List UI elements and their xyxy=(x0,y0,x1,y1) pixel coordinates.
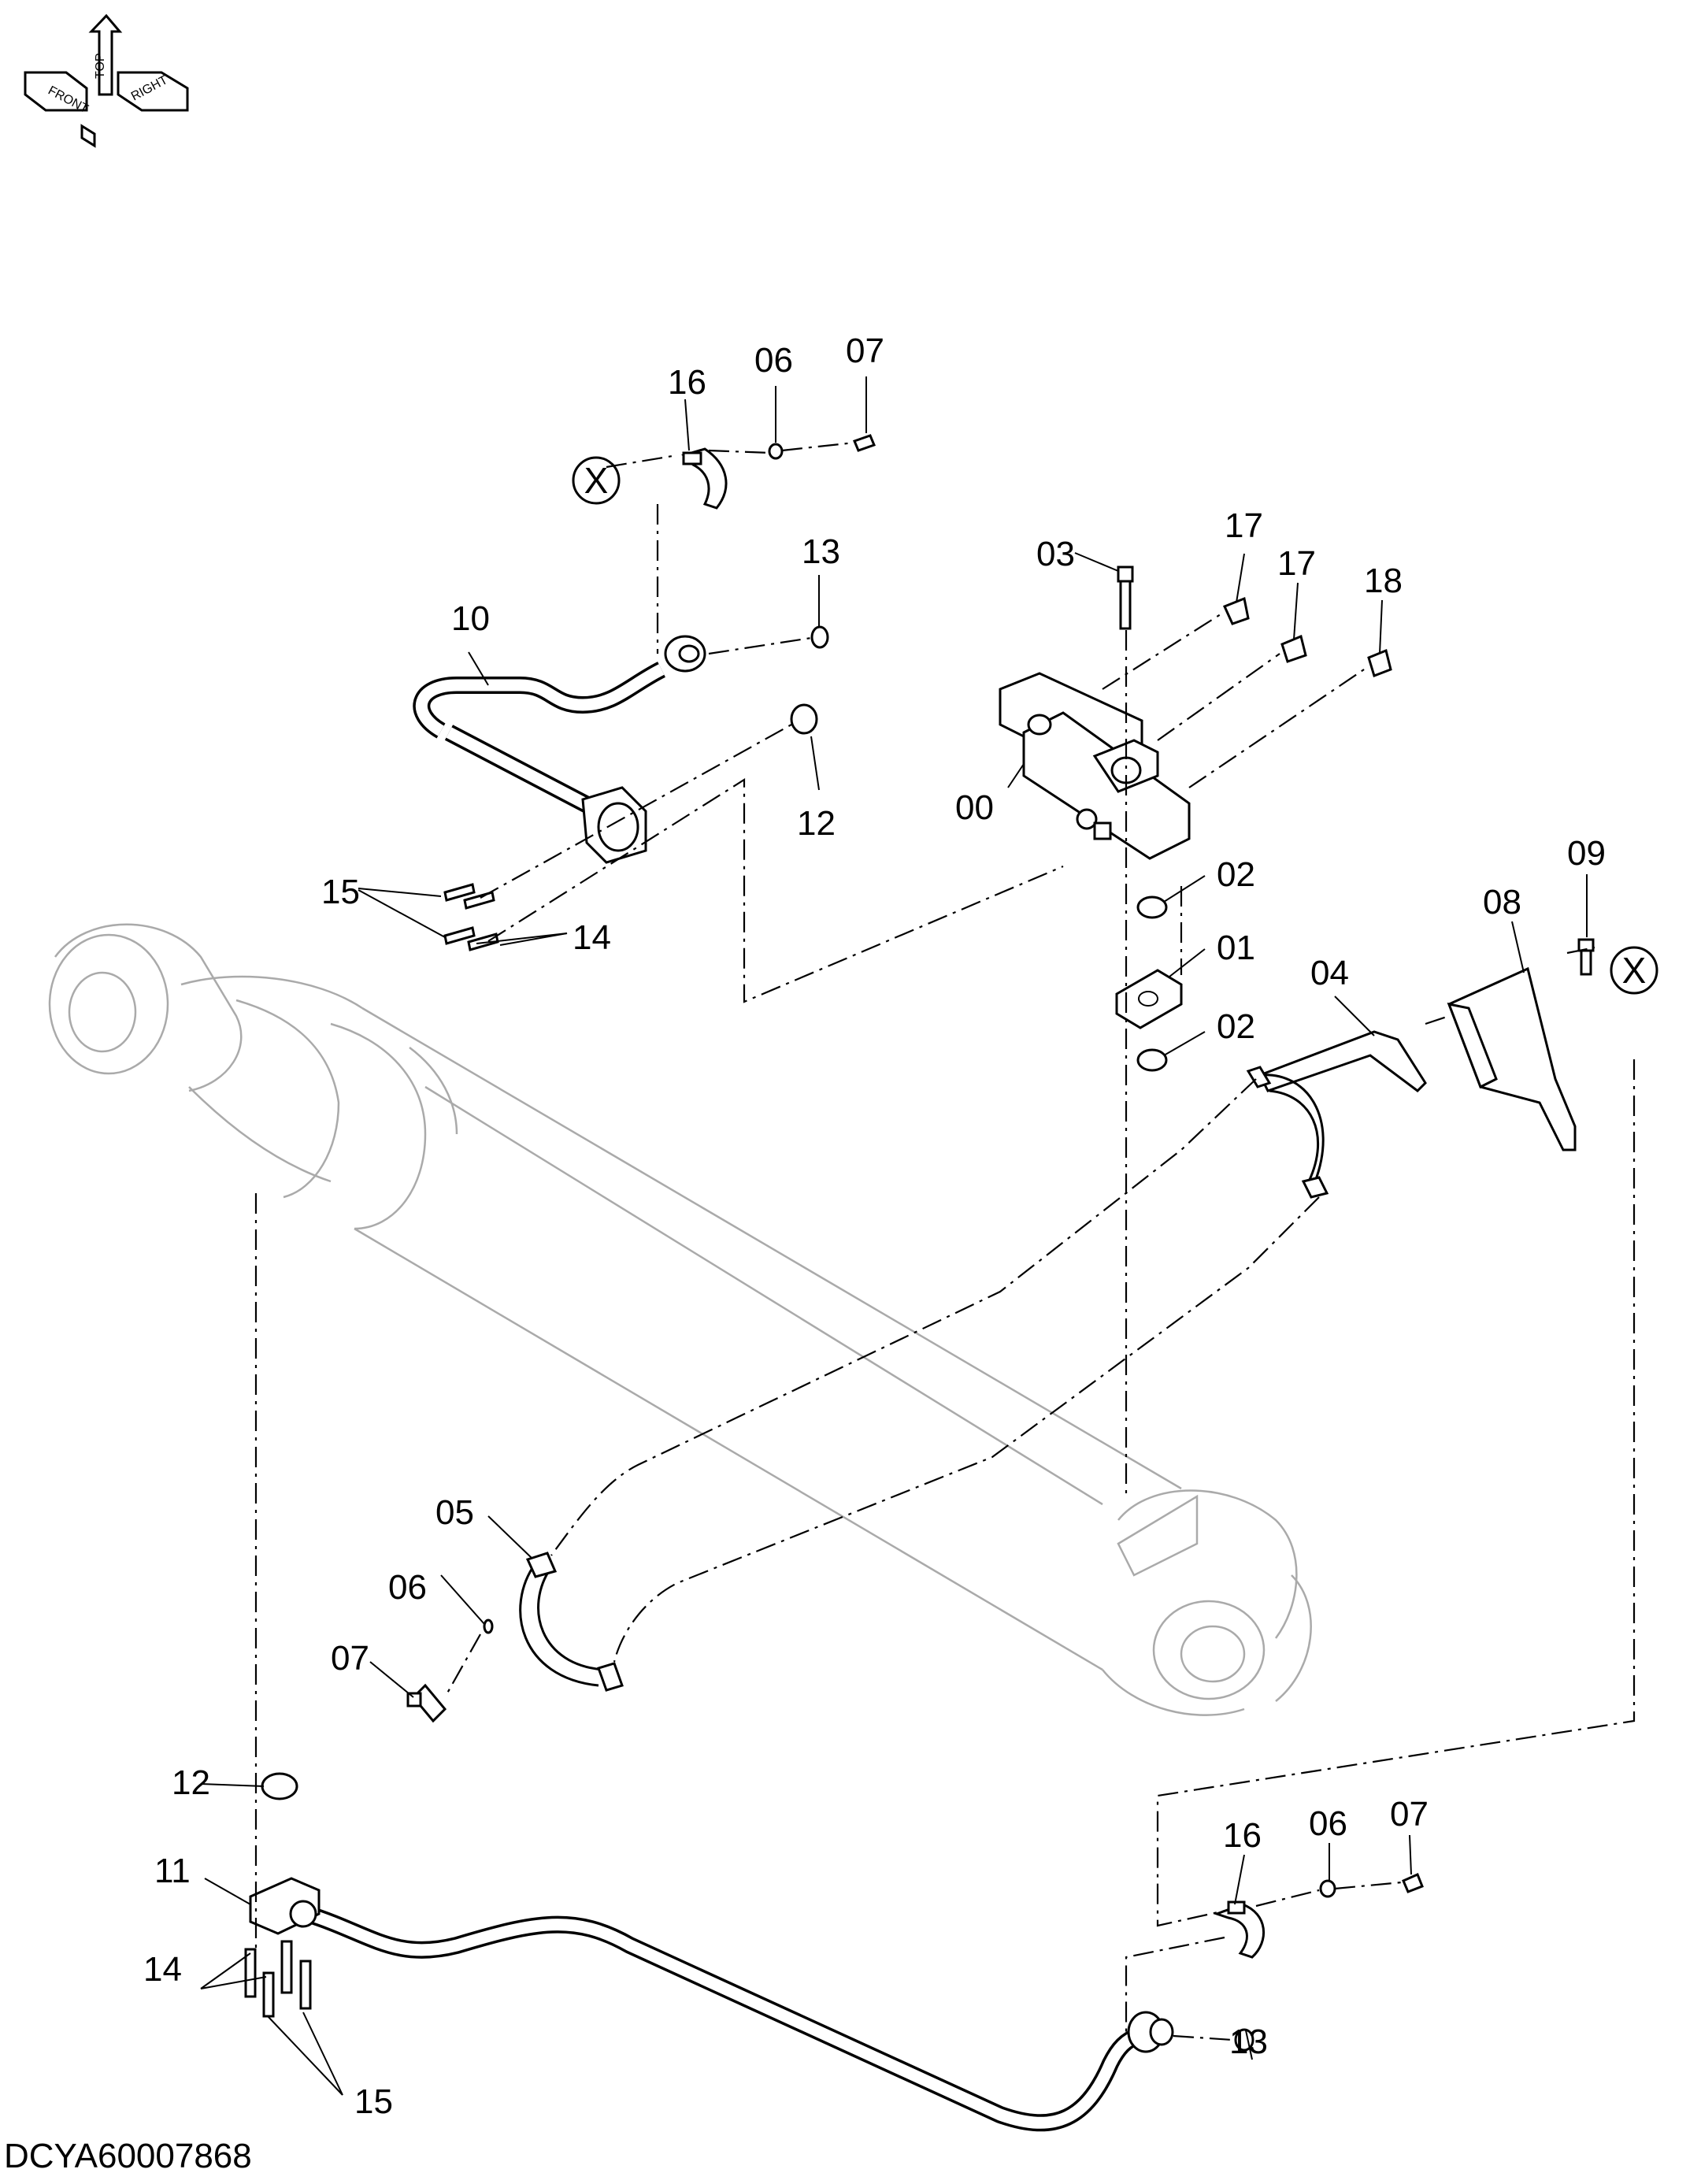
hydraulic-cylinder xyxy=(48,923,1312,1716)
callout-00: 00 xyxy=(955,788,994,827)
orientation-label-right: RIGHT xyxy=(129,73,170,103)
callout-03: 03 xyxy=(1036,535,1075,573)
callout-10: 10 xyxy=(451,599,490,638)
callout-08: 08 xyxy=(1483,883,1521,921)
washer-06-mid xyxy=(483,1619,494,1634)
callout-07-bottom: 07 xyxy=(1390,1795,1429,1834)
callout-07-top: 07 xyxy=(846,332,884,370)
callout-06-mid: 06 xyxy=(388,1568,427,1607)
plate-01 xyxy=(1115,969,1183,1029)
callout-04: 04 xyxy=(1310,954,1349,992)
reference-label: X xyxy=(1622,950,1647,991)
upper-pipe xyxy=(413,635,706,864)
callout-16-top: 16 xyxy=(668,363,706,402)
callout-01: 01 xyxy=(1217,929,1255,967)
bolt-09 xyxy=(1577,938,1595,976)
bolts-top xyxy=(443,883,499,951)
callout-13-top: 13 xyxy=(802,532,840,571)
drawing-number: DCYA60007868 xyxy=(4,2137,252,2175)
callout-11: 11 xyxy=(154,1852,191,1890)
callout-14-top: 14 xyxy=(573,918,611,957)
callout-02b: 02 xyxy=(1217,1007,1255,1046)
callout-07-mid: 07 xyxy=(331,1639,369,1678)
callout-05: 05 xyxy=(435,1493,474,1532)
bracket-08 xyxy=(1447,966,1577,1151)
assembly-center-lines xyxy=(254,441,1636,2041)
washer-06-bottom xyxy=(1319,1879,1336,1898)
orientation-label-top: TOP xyxy=(94,53,107,79)
reference-label: X xyxy=(584,460,609,501)
callout-15-top: 15 xyxy=(321,873,360,911)
reference-mark-x-top: X xyxy=(572,456,621,505)
clamp-16-top xyxy=(681,434,876,510)
callout-09: 09 xyxy=(1567,834,1606,873)
lower-pipe xyxy=(249,1877,1174,2132)
o-ring-12-bottom xyxy=(261,1772,298,1800)
callout-16-bottom: 16 xyxy=(1223,1816,1262,1855)
bolt-07-mid xyxy=(406,1683,447,1723)
leader-lines xyxy=(200,376,1588,2096)
callout-02a: 02 xyxy=(1217,855,1255,894)
callout-12-top: 12 xyxy=(797,804,836,843)
callout-06-bottom: 06 xyxy=(1309,1804,1347,1843)
orientation-symbol: FRONT TOP RIGHT xyxy=(24,13,189,148)
o-ring-13-top xyxy=(810,625,829,649)
bolt-03 xyxy=(1117,565,1134,630)
bolts-bottom xyxy=(244,1940,312,2018)
callout-17a: 17 xyxy=(1225,506,1263,545)
clamp-05 xyxy=(519,1552,624,1692)
callout-18: 18 xyxy=(1364,562,1403,600)
callout-labels: 16 06 07 13 10 12 15 14 03 17 17 18 00 0… xyxy=(143,332,1606,2121)
bracket-04 xyxy=(1246,1030,1427,1199)
reference-mark-x-right: X xyxy=(1610,946,1658,995)
o-ring-12-top xyxy=(790,703,818,735)
callout-06-top: 06 xyxy=(754,341,793,380)
o-ring-02-lower xyxy=(1136,1048,1168,1072)
clamp-16-bottom xyxy=(1213,1900,1265,1959)
valve-block xyxy=(999,672,1191,860)
callout-14-bottom: 14 xyxy=(143,1950,182,1989)
callout-13-bottom: 13 xyxy=(1229,2023,1268,2061)
o-ring-02-upper xyxy=(1136,895,1168,919)
bolt-07-bottom xyxy=(1402,1872,1424,1893)
callout-17b: 17 xyxy=(1277,544,1316,583)
callout-15-bottom: 15 xyxy=(354,2082,393,2121)
callout-12-bottom: 12 xyxy=(172,1763,210,1802)
fittings xyxy=(1222,596,1392,677)
